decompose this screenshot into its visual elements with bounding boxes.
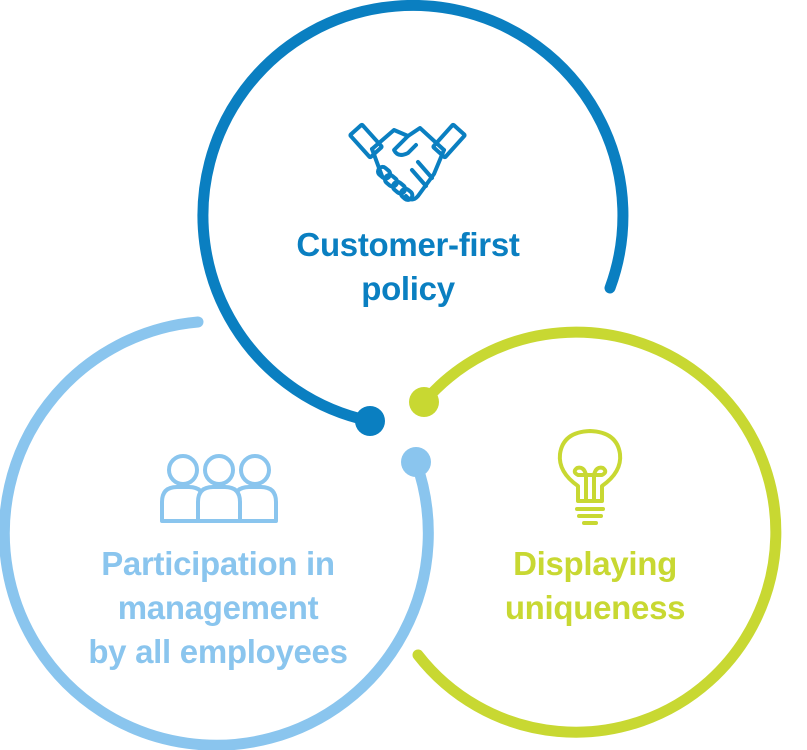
- top-circle-end-dot: [355, 406, 385, 436]
- left-circle-arc: [0, 316, 434, 750]
- top-circle-arc: [197, 0, 629, 427]
- lightbulb-icon: [557, 429, 623, 525]
- right-circle-arc: [412, 326, 782, 738]
- label-customer-first-policy: Customer-first policy: [263, 223, 553, 311]
- label-line: Participation in: [101, 545, 335, 582]
- label-line: by all employees: [88, 633, 348, 670]
- label-line: policy: [361, 270, 455, 307]
- label-line: management: [117, 589, 319, 626]
- people-group-icon: [160, 454, 278, 523]
- label-displaying-uniqueness: Displaying uniqueness: [470, 542, 720, 630]
- right-circle-end-dot: [409, 387, 439, 417]
- label-participation-in-management: Participation in management by all emplo…: [58, 542, 378, 674]
- label-line: Customer-first: [296, 226, 520, 263]
- label-line: Displaying: [513, 545, 677, 582]
- label-line: uniqueness: [504, 589, 686, 626]
- handshake-icon: [348, 122, 467, 202]
- left-circle-end-dot: [401, 447, 431, 477]
